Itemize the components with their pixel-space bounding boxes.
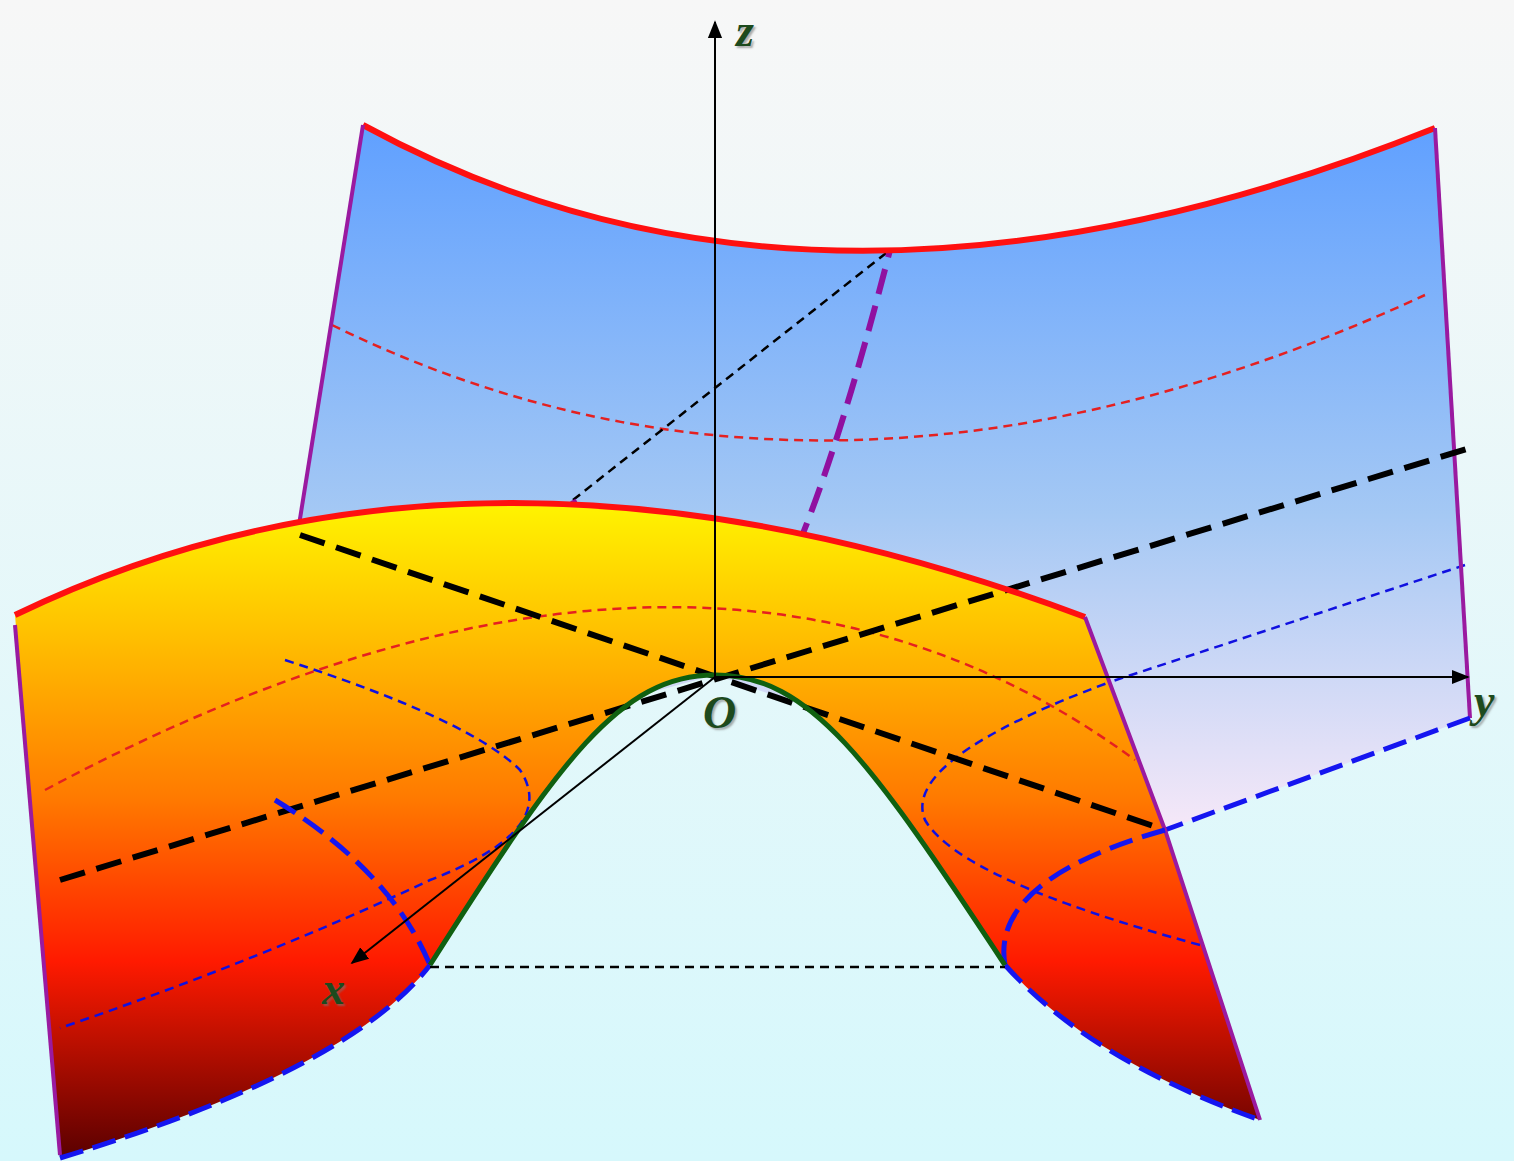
y-axis bbox=[715, 676, 1468, 678]
section-parabola bbox=[430, 675, 1005, 965]
edge-curve bbox=[15, 503, 1085, 617]
z-axis bbox=[714, 22, 716, 680]
level-curve bbox=[332, 295, 1425, 440]
edge-dashed bbox=[1004, 830, 1165, 965]
orange-sheet bbox=[15, 503, 1260, 1158]
edge-curve bbox=[363, 125, 1435, 251]
edge-dashed bbox=[1165, 718, 1470, 830]
guide-line bbox=[573, 250, 890, 500]
axis-label: y bbox=[1474, 678, 1494, 724]
axis-label: z bbox=[736, 8, 754, 54]
level-curve bbox=[60, 660, 529, 1028]
edge-line bbox=[1085, 617, 1260, 1120]
edge-dashed bbox=[275, 800, 430, 965]
edge-dashed bbox=[60, 965, 430, 1158]
edge-dashed bbox=[1005, 965, 1260, 1120]
ruling-line bbox=[60, 448, 1470, 880]
x-axis bbox=[352, 677, 715, 963]
origin-label: O bbox=[703, 690, 736, 736]
edge-line bbox=[1435, 128, 1470, 718]
guide-line bbox=[430, 966, 1005, 969]
ruling-line bbox=[300, 535, 1165, 830]
edge-line bbox=[15, 625, 60, 1155]
axis-label: x bbox=[322, 966, 345, 1012]
level-curve bbox=[1110, 565, 1465, 682]
